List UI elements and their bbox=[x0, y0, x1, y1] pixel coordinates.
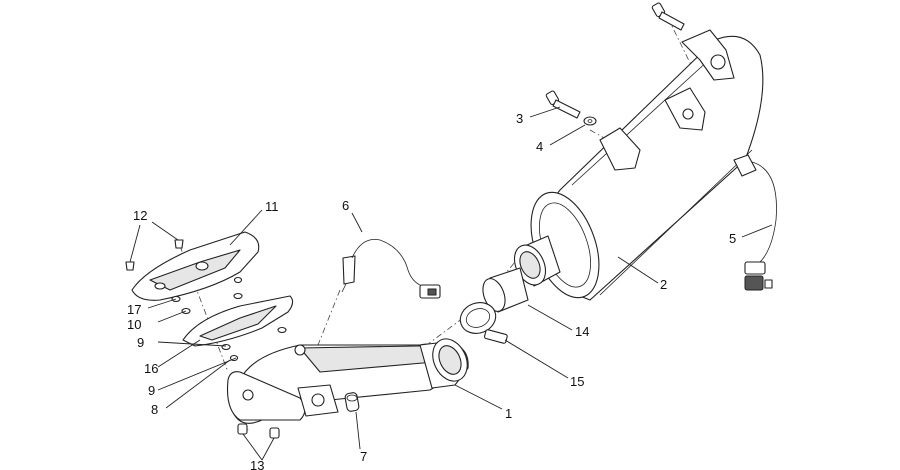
part-1-exhaust-pipe bbox=[226, 338, 469, 424]
callout-9-lower: 9 bbox=[148, 383, 155, 398]
callout-11: 11 bbox=[265, 199, 279, 214]
part-top-bolt bbox=[651, 2, 685, 31]
part-16-heat-shield bbox=[182, 295, 294, 347]
callout-10: 10 bbox=[127, 317, 141, 332]
callout-17: 17 bbox=[127, 302, 141, 317]
part-2-muffler bbox=[513, 29, 764, 301]
callout-4: 4 bbox=[536, 139, 543, 154]
callout-6: 6 bbox=[342, 198, 349, 213]
callout-14: 14 bbox=[575, 324, 589, 339]
callout-3: 3 bbox=[516, 111, 523, 126]
part-6-sensor-cable bbox=[341, 239, 441, 299]
callout-12: 12 bbox=[133, 208, 147, 223]
callout-8: 8 bbox=[151, 402, 158, 417]
callout-13: 13 bbox=[250, 458, 264, 470]
part-4-washer bbox=[583, 116, 597, 126]
part-12-screws bbox=[125, 239, 184, 271]
part-14-sleeve bbox=[482, 267, 529, 313]
part-5-sensor-cable bbox=[733, 154, 777, 291]
part-13-nuts bbox=[237, 423, 280, 439]
callout-16: 16 bbox=[144, 361, 158, 376]
leader-lines bbox=[129, 106, 773, 461]
callout-labels: 1 2 3 4 5 6 7 8 9 9 10 11 12 13 14 15 16… bbox=[127, 111, 736, 470]
part-3-bolt bbox=[545, 90, 581, 119]
callout-5: 5 bbox=[729, 231, 736, 246]
part-11-heat-shield bbox=[131, 231, 260, 301]
callout-7: 7 bbox=[360, 449, 367, 464]
callout-9-upper: 9 bbox=[137, 335, 144, 350]
part-7-gasket bbox=[344, 392, 360, 412]
callout-1: 1 bbox=[505, 406, 512, 421]
callout-2: 2 bbox=[660, 277, 667, 292]
part-15-clamp bbox=[459, 302, 508, 344]
callout-15: 15 bbox=[570, 374, 584, 389]
